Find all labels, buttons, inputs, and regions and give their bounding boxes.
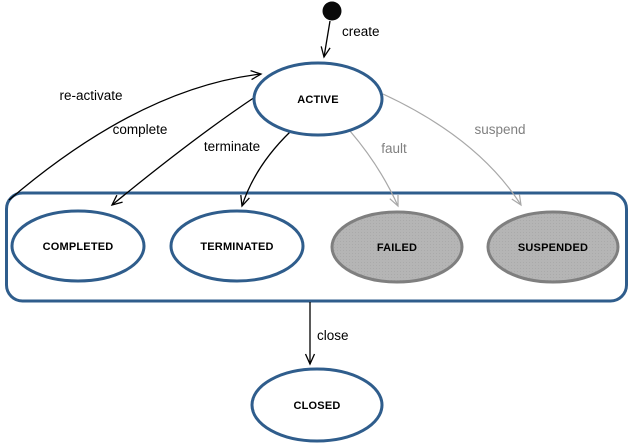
transition-suspend-arrow [382,93,522,207]
state-failed-ellipse [330,210,464,284]
transition-terminate-label: terminate [204,139,260,154]
transition-suspend-label: suspend [474,122,525,137]
initial-state-dot [322,1,342,21]
state-active-ellipse [252,61,384,137]
transition-fault-label: fault [381,141,407,156]
state-suspended: SUSPENDED [486,210,620,284]
state-completed-ellipse [10,209,146,283]
transition-reactivate-label: re-activate [59,88,122,103]
transition-create-label: create [342,24,380,39]
composite-state-group-box [5,191,628,303]
transition-close-label: close [317,328,349,343]
transition-complete-label: complete [113,122,168,137]
state-completed: COMPLETED [10,209,146,283]
transition-complete-arrow [110,96,256,207]
transition-fault-arrow [349,130,399,208]
state-terminated-ellipse [169,209,305,283]
transition-reactivate-arrow [8,70,263,201]
state-suspended-label: SUSPENDED [518,242,588,254]
state-failed-label: FAILED [377,242,417,254]
state-closed-ellipse [250,367,384,443]
state-closed: CLOSED [250,367,384,443]
state-completed-label: COMPLETED [43,241,114,253]
transition-create-arrow [320,20,331,59]
state-closed-label: CLOSED [293,400,340,412]
state-suspended-ellipse [486,210,620,284]
state-active-label: ACTIVE [297,94,339,106]
state-active: ACTIVE [252,61,384,137]
state-terminated: TERMINATED [169,209,305,283]
state-failed: FAILED [330,210,464,284]
state-terminated-label: TERMINATED [200,241,273,253]
transition-terminate-arrow [240,131,291,208]
